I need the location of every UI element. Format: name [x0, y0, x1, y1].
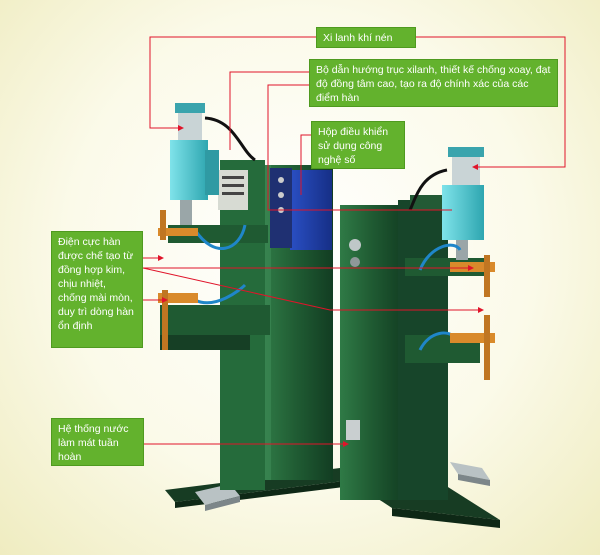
right-machine — [334, 147, 500, 528]
leader-lines — [142, 36, 566, 445]
left-machine — [158, 103, 352, 511]
water-valve — [346, 420, 360, 440]
left-electrodes — [158, 210, 198, 350]
right-cylinder — [442, 147, 484, 260]
callout-cooling: Hệ thống nước làm mát tuần hoàn — [51, 418, 144, 466]
callout-control-box: Hộp điều khiển sử dụng công nghệ số — [311, 121, 405, 169]
right-foot-pedal — [450, 462, 490, 486]
callout-guide: Bộ dẫn hướng trục xilanh, thiết kế chống… — [309, 59, 558, 107]
right-electrodes — [450, 255, 495, 380]
callout-electrode: Điện cực hàn được chế tạo từ đồng hợp ki… — [51, 231, 143, 348]
callout-cylinder: Xi lanh khí nén — [316, 27, 416, 48]
left-cylinder — [170, 103, 219, 225]
leader-arrowheads — [158, 125, 484, 447]
